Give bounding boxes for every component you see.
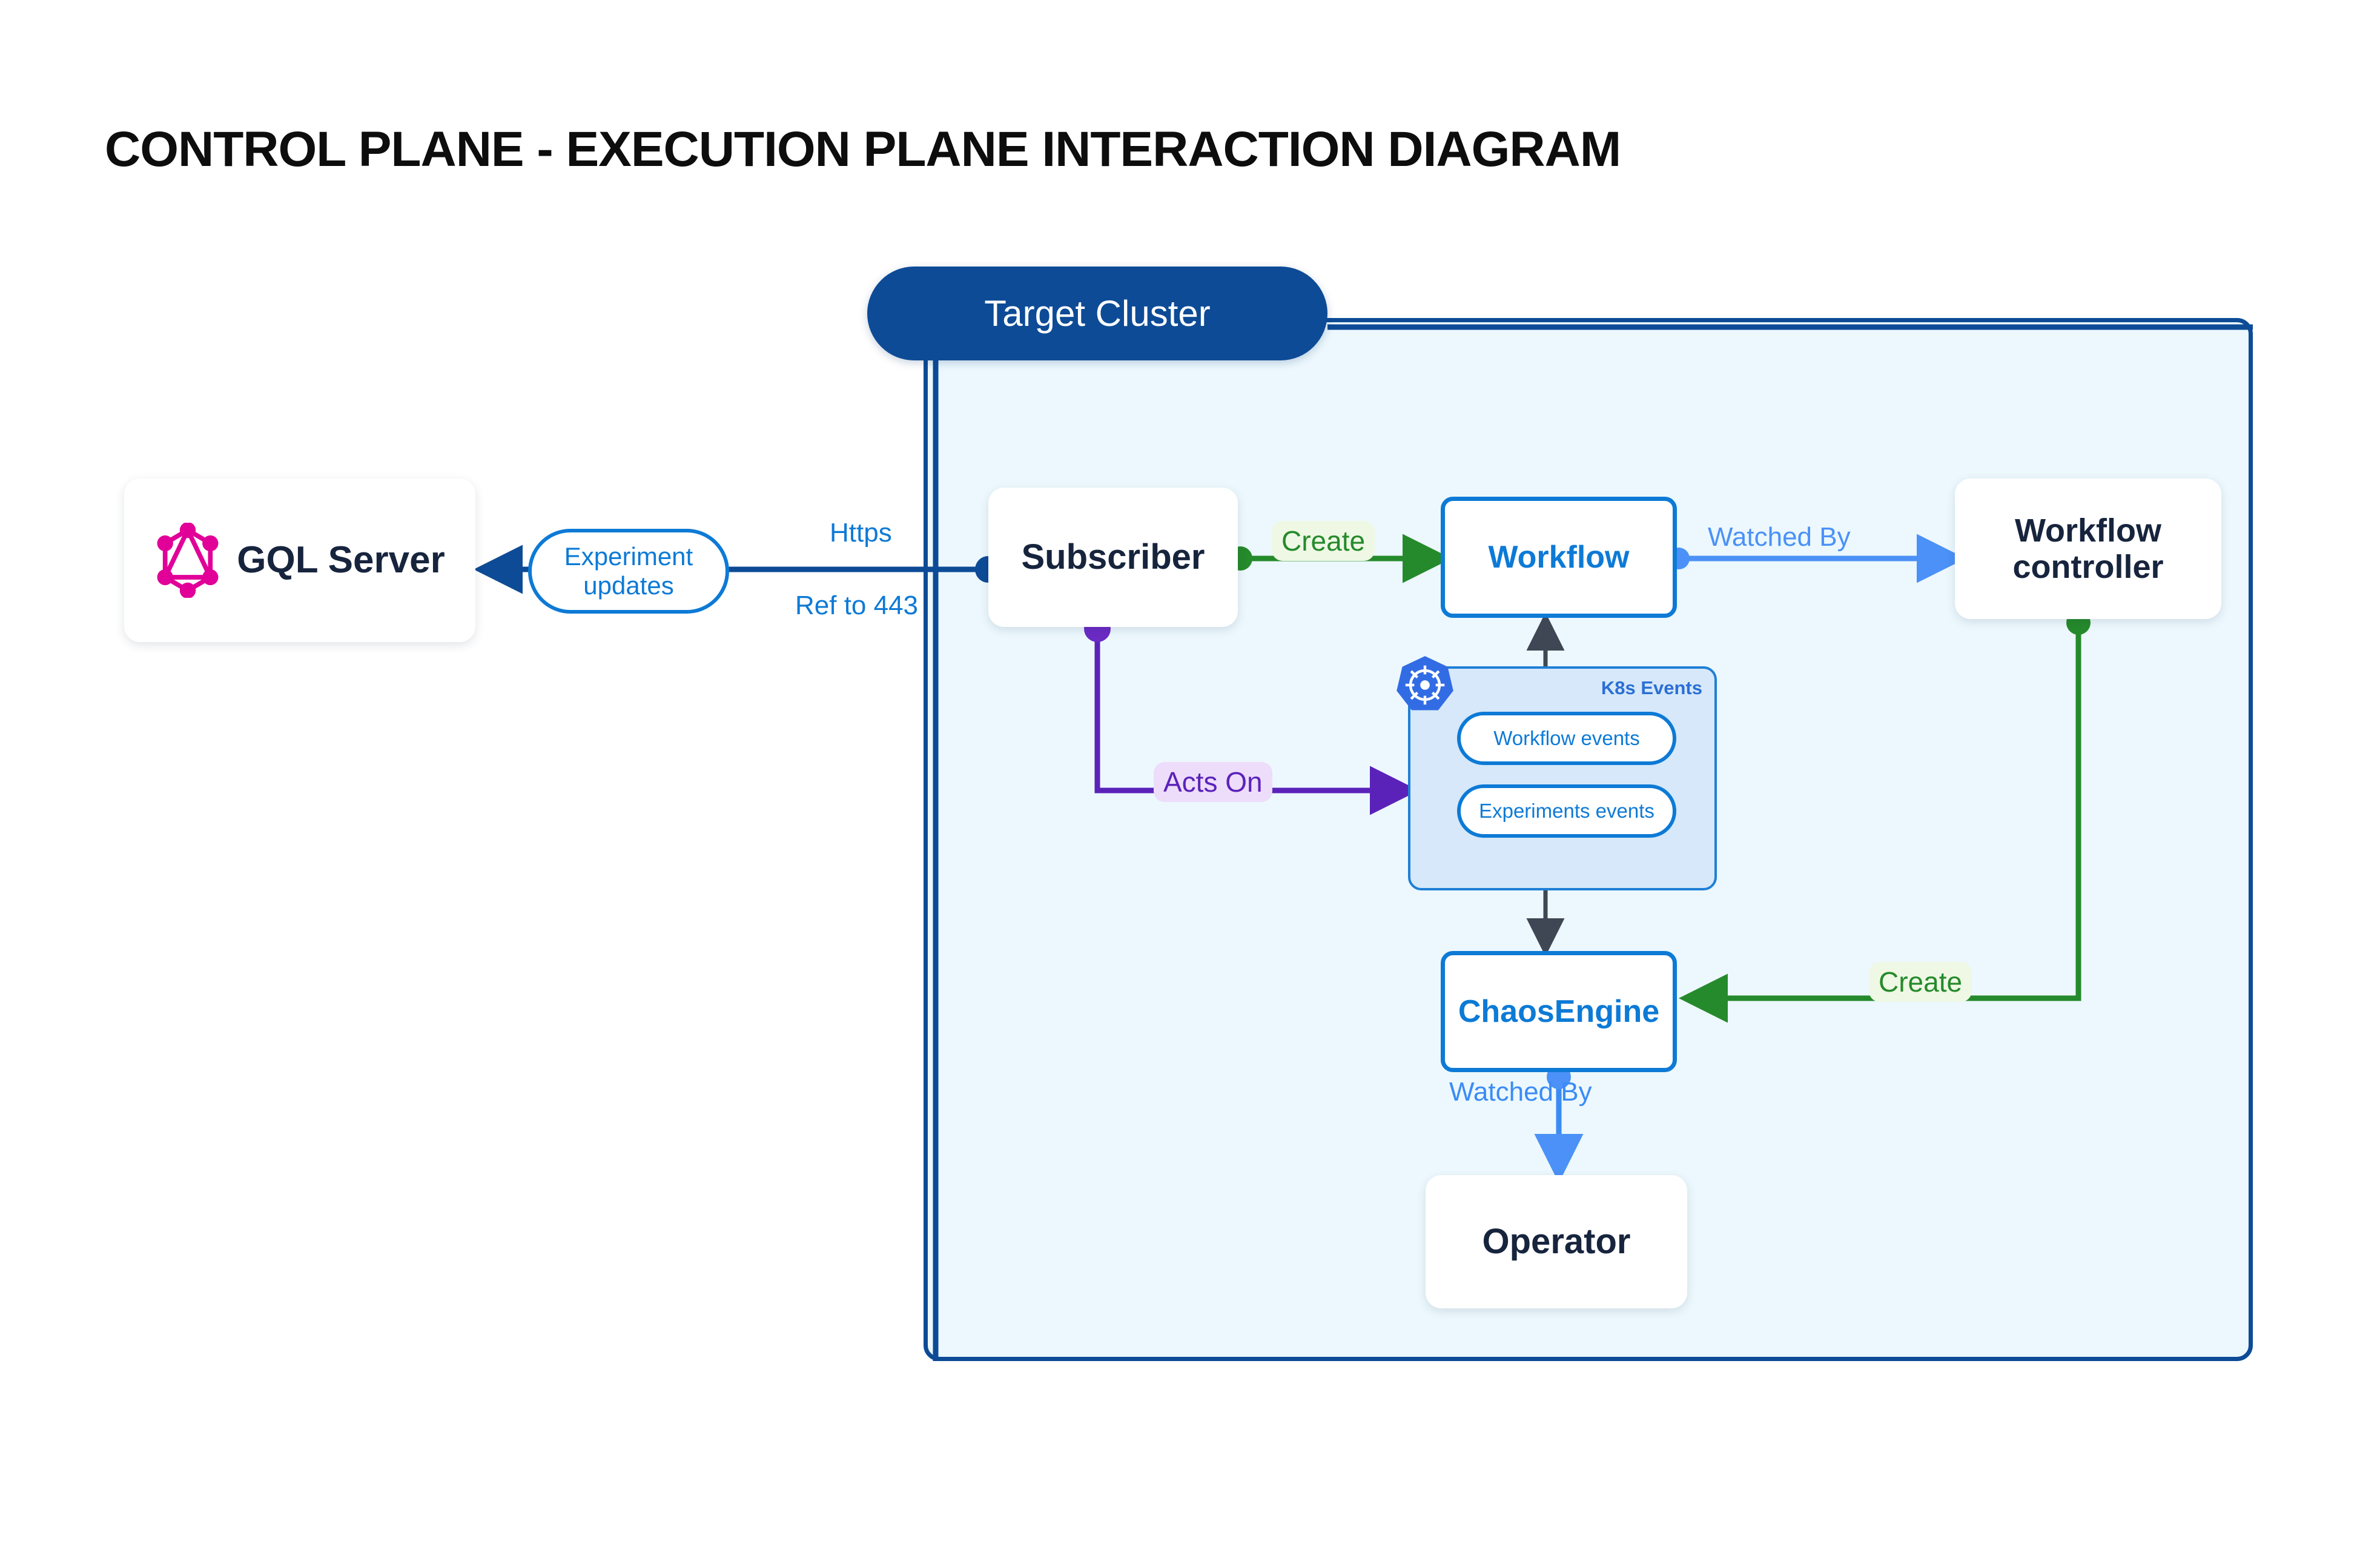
node-operator[interactable]: Operator [1426,1175,1687,1308]
node-gql-server[interactable]: GQL Server [124,479,475,642]
node-chaosengine-label: ChaosEngine [1458,994,1660,1029]
node-operator-label: Operator [1482,1221,1631,1261]
k8s-events-title: K8s Events [1601,677,1702,698]
ref-443-label: Ref to 443 [795,591,919,620]
create-workflow-label: Create [1281,525,1366,557]
node-chaosengine[interactable]: ChaosEngine [1441,951,1677,1072]
create-chaosengine-label: Create [1879,966,1963,998]
node-subscriber-label: Subscriber [1021,537,1205,577]
watched-by-operator-label: Watched By [1449,1077,1592,1107]
node-workflow-controller[interactable]: Workflow controller [1955,479,2221,619]
edge-label-ref-to-443: Ref to 443 [795,591,918,621]
watched-by-workflow-label: Watched By [1708,522,1851,552]
node-gql-server-label: GQL Server [237,539,445,581]
node-workflow-controller-label: Workflow controller [2012,512,2164,585]
edge-label-experiment-updates: Experiment updates [528,529,729,614]
k8s-pill-experiments-events-label: Experiments events [1479,800,1654,822]
node-subscriber[interactable]: Subscriber [988,488,1238,627]
k8s-events-group: K8s Events [1397,656,1717,890]
kubernetes-helm-icon [1397,656,1453,711]
node-workflow[interactable]: Workflow [1441,497,1677,618]
target-cluster-label: Target Cluster [984,293,1211,334]
https-label: Https [830,518,892,548]
k8s-pill-workflow-events-label: Workflow events [1493,727,1640,749]
k8s-pill-experiments-events[interactable]: Experiments events [1457,784,1676,838]
k8s-pill-workflow-events[interactable]: Workflow events [1457,712,1676,765]
edge-label-create-workflow: Create [1272,521,1375,561]
target-cluster-badge[interactable]: Target Cluster [867,267,1327,360]
acts-on-label: Acts On [1163,766,1263,798]
edge-label-watched-by-workflow: Watched By [1708,522,1851,552]
graphql-logo-icon [157,523,219,598]
node-workflow-label: Workflow [1488,540,1630,575]
edge-label-https: Https [830,518,892,548]
edge-label-watched-by-operator: Watched By [1449,1077,1592,1107]
experiment-updates-label: Experiment updates [564,542,693,600]
edge-label-acts-on: Acts On [1154,762,1272,802]
page-title: CONTROL PLANE - EXECUTION PLANE INTERACT… [105,122,1621,177]
edge-label-create-chaosengine: Create [1869,962,1972,1002]
